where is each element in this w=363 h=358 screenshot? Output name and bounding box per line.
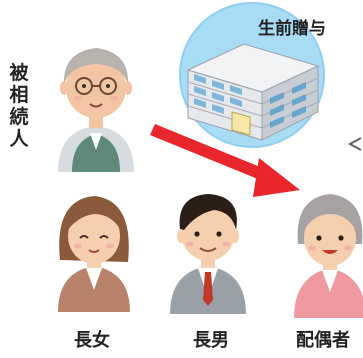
heir-label-spouse: 配偶者: [296, 330, 350, 351]
spouse-person-icon: [294, 194, 363, 318]
son-person-icon: [170, 194, 246, 314]
heir-label-daughter: 長女: [74, 330, 110, 351]
chevron-left-icon: [347, 137, 362, 151]
gift-arrow-icon: [150, 124, 300, 197]
apartment-building-icon: [179, 2, 325, 148]
decedent-label: 被相続人: [9, 62, 29, 150]
heir-label-son: 長男: [193, 330, 229, 351]
decedent-person-icon: [58, 48, 134, 172]
daughter-person-icon: [58, 196, 130, 312]
gift-label: 生前贈与: [258, 19, 326, 39]
